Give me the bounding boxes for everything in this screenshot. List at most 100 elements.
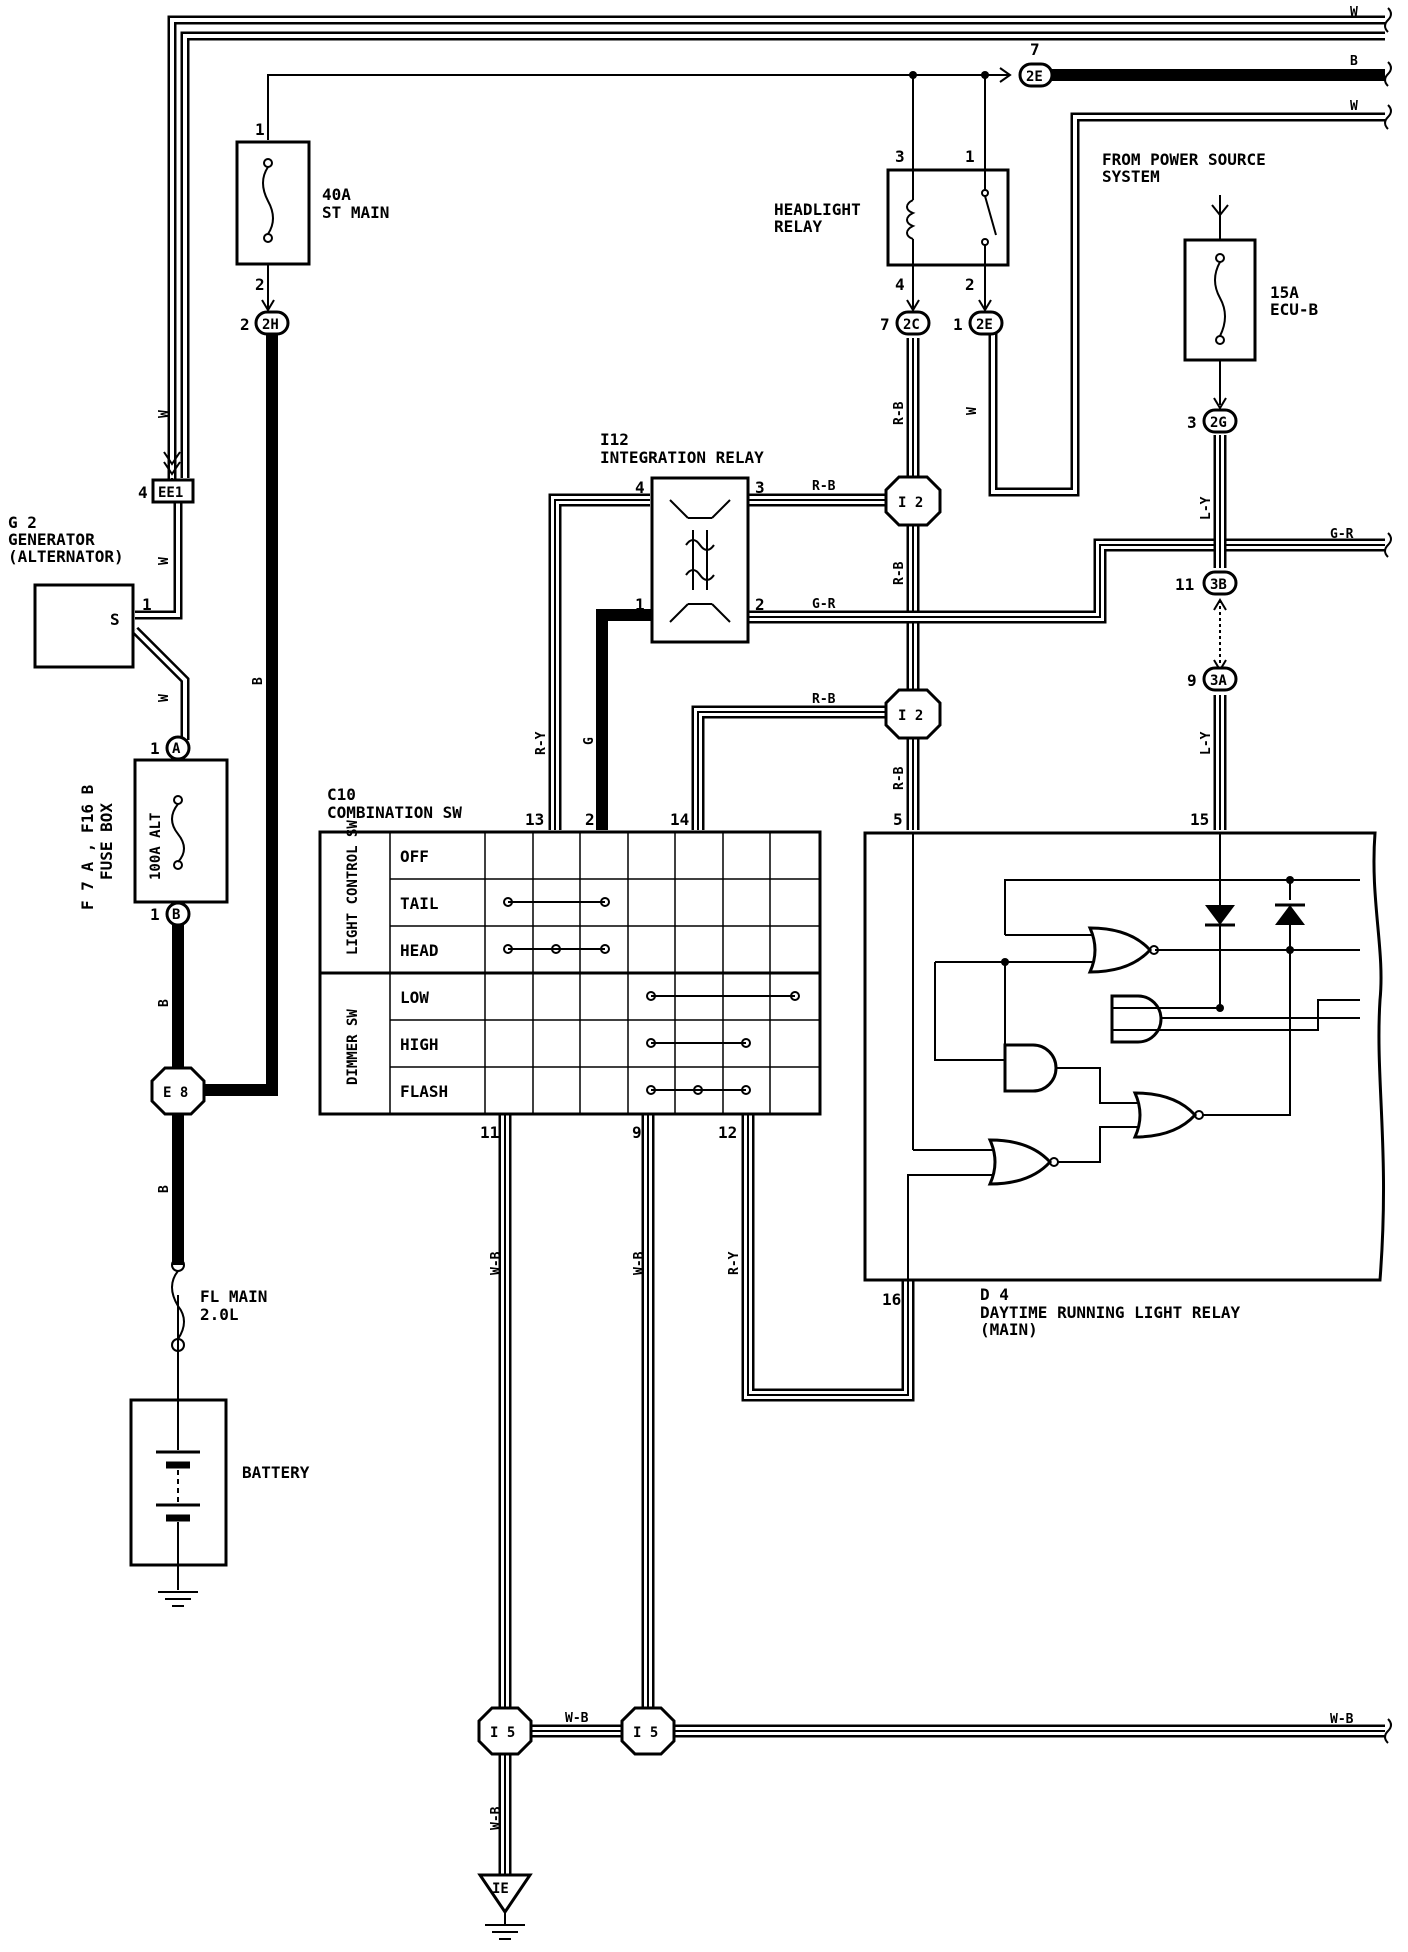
pin-label: 2 [240,315,250,334]
wire-label-r-b: R-B [892,766,907,790]
pin-label: 1 [255,120,265,139]
wire-label-b: B [1350,54,1358,69]
pin-label: 3 [1187,413,1197,432]
wire-label-r-y: R-Y [727,1251,742,1275]
pin-label: 12 [718,1123,737,1142]
pin-label: 15 [1190,810,1209,829]
switch-row-low: LOW [400,988,429,1007]
wire-label-r-y: R-Y [534,731,549,755]
pin-label: 14 [670,810,689,829]
wire-label-w: W [157,557,172,565]
connector-2c: 2C 7 [880,299,931,336]
wire-label-w: W [1350,5,1358,20]
ground-icon [485,1924,525,1940]
pin-label: 1 [953,315,963,334]
component-code: C10 [327,785,356,804]
wire-label-w-b: W-B [632,1251,647,1275]
switch-group-label: DIMMER SW [345,1009,361,1085]
drl-logic [907,833,1360,1280]
switch-row-off: OFF [400,847,429,866]
pin-label: 13 [525,810,544,829]
wire-label-g-r: G-R [812,597,836,612]
power-source-label: SYSTEM [1102,167,1160,186]
power-source: FROM POWER SOURCE SYSTEM [1102,150,1266,217]
junction-e8: E 8 [150,1066,206,1116]
component-code: D 4 [980,1285,1009,1304]
junction-label: I 5 [490,1725,515,1741]
terminal-label: S [110,610,120,629]
connector-2e-top: 2E 7 [999,40,1054,88]
switch-row-flash: FLASH [400,1082,448,1101]
pin-label: 5 [893,810,903,829]
wire-r-b-sw [691,705,890,830]
wire-label-r-b: R-B [892,401,907,425]
fuse-box-100a: A 1 B 1 100A ALT F 7 A , F16 B FUSE BOX [78,735,229,927]
junction-label: E 8 [163,1085,188,1101]
pin-label: 11 [480,1123,499,1142]
wire-label-w: W [157,694,172,702]
power-source-label: FROM POWER SOURCE [1102,150,1266,169]
connector-label: 2E [976,317,993,333]
pin-label: 1 [635,595,645,614]
component-name: INTEGRATION RELAY [600,448,764,467]
fuse-st-main: 1 2 40A ST MAIN [235,120,389,294]
wire-label-w: W [157,410,172,418]
pin-label: 3 [895,147,905,166]
relay-name: HEADLIGHT [774,200,861,219]
wire-g [596,609,652,830]
component-code: I12 [600,430,629,449]
wire-w-gen-fuse [131,626,190,740]
pin-label: 2 [965,275,975,294]
fuse-name: ST MAIN [322,203,389,222]
connector-label: EE1 [158,485,183,501]
wire-color-labels: W B W G-R W-B R-B G-R R-B W-B W W W B B … [157,5,1358,1830]
pin-label: 4 [895,275,905,294]
junction-label: I 2 [898,708,923,724]
connector-label: 3A [1210,673,1227,689]
component-name: (MAIN) [980,1320,1038,1339]
fuse-rating: 15A [1270,283,1299,302]
pin-label: 9 [1187,671,1197,690]
connector-label: 2C [903,317,920,333]
connector-2h: 2H 2 [240,299,290,336]
switch-row-high: HIGH [400,1035,439,1054]
connectors: 2E 7 2H 2 2C 7 2E 1 2G 3 3B [138,40,1238,692]
pin-label: 2 [255,275,265,294]
pin-label: 1 [150,905,160,924]
wire-b-top [267,74,1010,140]
component-name: (ALTERNATOR) [8,547,124,566]
junction-label: I 2 [898,495,923,511]
pin-label: 2 [585,810,595,829]
pin-label: 1 [150,739,160,758]
continuation-marks [1384,7,1392,1744]
fuse-ecu-b: 15A ECU-B [1183,238,1319,362]
wire-label-l-y: L-Y [1199,731,1214,755]
combination-switch: C10 COMBINATION SW 13 2 14 LIGHT CONTROL… [318,785,822,1142]
pin-label: 11 [1175,575,1194,594]
component-code: F 7 A , F16 B [78,784,97,910]
fuse-rating: 40A [322,185,351,204]
pin-label: 7 [880,315,890,334]
junction-i5-right: I 5 [620,1706,676,1756]
junction-i5-left: I 5 [477,1706,533,1756]
fuse-name: 100A ALT [148,813,164,880]
pin-label: 16 [882,1290,901,1309]
wire-label-r-b: R-B [812,479,836,494]
ground-ie: IE [477,1873,533,1940]
connector-label: B [172,907,180,923]
junction-i2-upper: I 2 [884,475,942,527]
connector-label: 3B [1210,577,1227,593]
fusible-link-name: FL MAIN [200,1287,267,1306]
pin-label: 4 [138,483,148,502]
connector-label: 2H [262,317,279,333]
wire-g-r [748,538,1385,624]
wire-label-g: G [582,737,597,745]
pin-label: 1 [965,147,975,166]
component-name: COMBINATION SW [327,803,462,822]
wire-label-b: B [251,677,266,685]
pin-label: 2 [755,595,765,614]
wire-label-g-r: G-R [1330,527,1354,542]
wire-label-w-b: W-B [489,1251,504,1275]
ground-label: IE [492,1881,509,1897]
splice-dots [909,71,989,79]
